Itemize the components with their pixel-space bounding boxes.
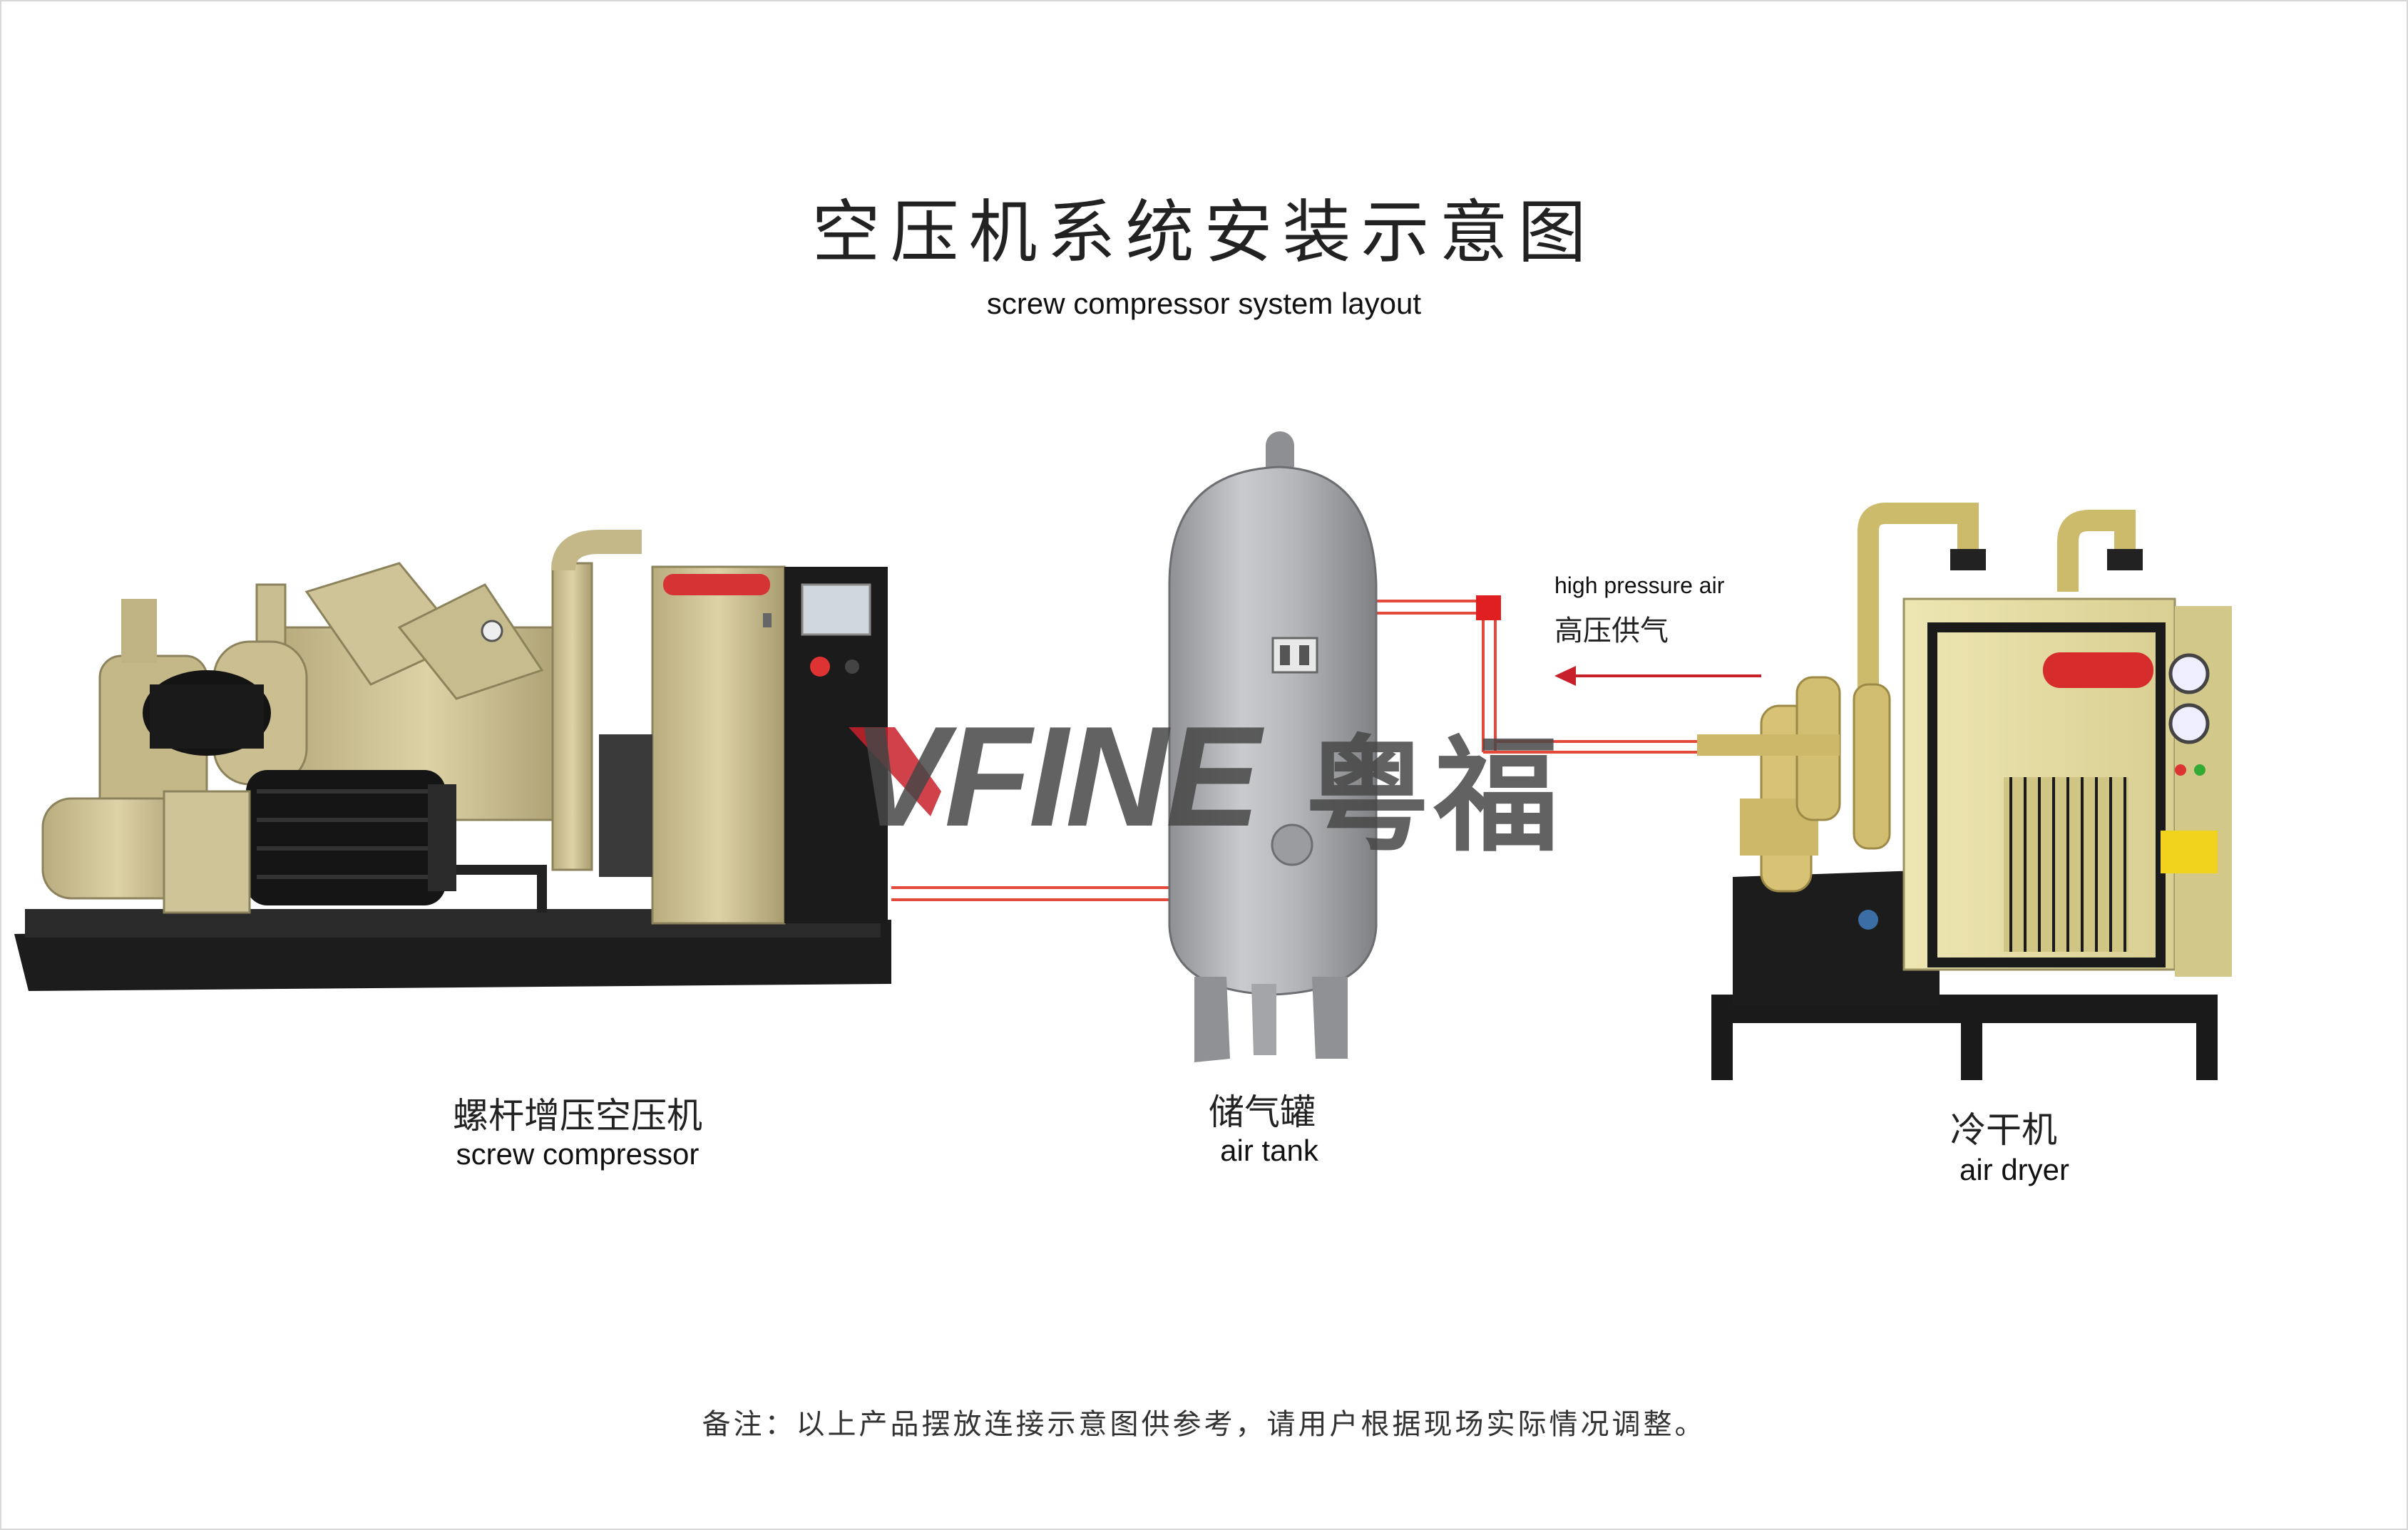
pipe-compressor-to-tank <box>891 886 1169 901</box>
page-title: 空压机系统安装示意图 <box>811 192 1597 272</box>
page-subtitle: screw compressor system layout <box>986 287 1422 320</box>
compressor-label-en: screw compressor <box>456 1137 700 1171</box>
compressor-label-cn: 螺杆增压空压机 <box>453 1095 702 1136</box>
logo-text-cn: 粤福 <box>1305 724 1563 869</box>
flow-label-en: high pressure air <box>1554 573 1725 598</box>
air-dryer-image <box>1697 503 2232 1080</box>
vfine-logo-mark <box>849 727 941 816</box>
tank-label-en: air tank <box>1220 1134 1318 1167</box>
logo-text: VFINE <box>852 697 1261 856</box>
flow-label-cn: 高压供气 <box>1554 615 1669 647</box>
screw-compressor-image <box>14 530 891 991</box>
dryer-label-en: air dryer <box>1959 1153 2070 1186</box>
flow-arrow-icon <box>1554 666 1761 686</box>
footer-note: 备注：以上产品摆放连接示意图供参考，请用户根据现场实际情况调整。 <box>702 1408 1706 1441</box>
tank-label-cn: 储气罐 <box>1209 1092 1316 1133</box>
pipe-dryer-to-tank <box>1373 595 1697 754</box>
dryer-label-cn: 冷干机 <box>1950 1109 2057 1151</box>
air-tank-image <box>1168 431 1378 1062</box>
